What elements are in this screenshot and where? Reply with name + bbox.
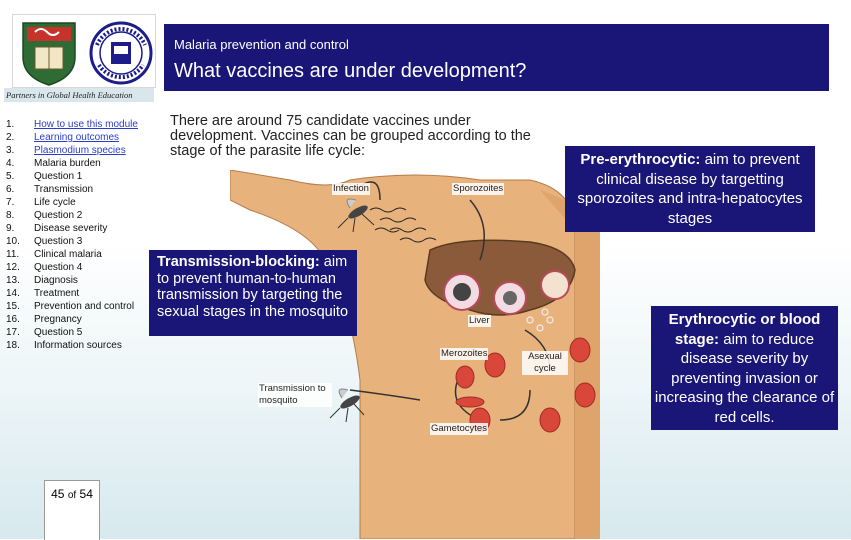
sidebar-item-label[interactable]: Disease severity [34, 222, 107, 235]
sidebar-item-number: 9. [6, 222, 34, 235]
partners-tagline: Partners in Global Health Education [4, 88, 154, 102]
sidebar-item-label[interactable]: Treatment [34, 287, 79, 300]
sidebar-item-label[interactable]: Transmission [34, 183, 93, 196]
sidebar-item-number: 4. [6, 157, 34, 170]
sidebar-item[interactable]: 1.How to use this module [6, 118, 146, 131]
callout-transmission-blocking: Transmission-blocking: aim to prevent hu… [149, 250, 357, 336]
label-infection: Infection [332, 183, 370, 195]
university-crest-icon [13, 15, 155, 87]
sidebar-item-label[interactable]: Question 5 [34, 326, 82, 339]
label-merozoites: Merozoites [440, 348, 488, 360]
sidebar-item[interactable]: 5.Question 1 [6, 170, 146, 183]
page-indicator: 45 of 54 [44, 480, 100, 540]
sidebar-item[interactable]: 7.Life cycle [6, 196, 146, 209]
sidebar-item-label[interactable]: Diagnosis [34, 274, 78, 287]
sidebar-item-label[interactable]: Clinical malaria [34, 248, 102, 261]
sidebar-item[interactable]: 17.Question 5 [6, 326, 146, 339]
label-sporozoites: Sporozoites [452, 183, 504, 195]
sidebar-item-number: 12. [6, 261, 34, 274]
page-title: What vaccines are under development? [174, 60, 526, 83]
sidebar-item-label[interactable]: Life cycle [34, 196, 76, 209]
sidebar-item-number: 16. [6, 313, 34, 326]
mosquito-icon [330, 389, 364, 422]
sidebar-item[interactable]: 8.Question 2 [6, 209, 146, 222]
header-subtitle: Malaria prevention and control [174, 37, 349, 52]
label-transmission-to-mosquito: Transmission to mosquito [258, 383, 332, 407]
sidebar-item-label[interactable]: Information sources [34, 339, 122, 352]
callout-pre-erythrocytic: Pre-erythrocytic: aim to prevent clinica… [565, 146, 815, 232]
sidebar-item-number: 7. [6, 196, 34, 209]
sidebar-item[interactable]: 4.Malaria burden [6, 157, 146, 170]
sidebar-item-number: 18. [6, 339, 34, 352]
sidebar-item[interactable]: 15.Prevention and control [6, 300, 146, 313]
sidebar-item-number: 8. [6, 209, 34, 222]
sidebar-item-number: 14. [6, 287, 34, 300]
sidebar-item-label[interactable]: Prevention and control [34, 300, 134, 313]
sidebar-item-number: 3. [6, 144, 34, 157]
sidebar-item[interactable]: 16.Pregnancy [6, 313, 146, 326]
sidebar-item-label[interactable]: Pregnancy [34, 313, 82, 326]
header-banner: Malaria prevention and control What vacc… [164, 24, 829, 91]
sidebar-item-number: 2. [6, 131, 34, 144]
sidebar-item-number: 5. [6, 170, 34, 183]
sidebar-item-label[interactable]: Question 1 [34, 170, 82, 183]
sidebar-item[interactable]: 10.Question 3 [6, 235, 146, 248]
sidebar-item-label[interactable]: Plasmodium species [34, 144, 126, 157]
sidebar-item-label[interactable]: Question 3 [34, 235, 82, 248]
logos [12, 14, 156, 88]
sidebar-item-label[interactable]: Question 4 [34, 261, 82, 274]
sidebar-item[interactable]: 3.Plasmodium species [6, 144, 146, 157]
sidebar-item-number: 17. [6, 326, 34, 339]
sidebar-item-number: 15. [6, 300, 34, 313]
label-liver: Liver [468, 315, 491, 327]
intro-text: There are around 75 candidate vaccines u… [170, 114, 540, 159]
sidebar-item[interactable]: 18.Information sources [6, 339, 146, 352]
page-of: of [68, 490, 76, 501]
sidebar-item-label[interactable]: Question 2 [34, 209, 82, 222]
sidebar-item-number: 6. [6, 183, 34, 196]
sidebar-item-label[interactable]: How to use this module [34, 118, 138, 131]
sidebar-item-label[interactable]: Malaria burden [34, 157, 101, 170]
callout-trans-title: Transmission-blocking: [157, 254, 320, 270]
sidebar-item-number: 13. [6, 274, 34, 287]
sidebar-item[interactable]: 9.Disease severity [6, 222, 146, 235]
sidebar-item[interactable]: 11.Clinical malaria [6, 248, 146, 261]
sidebar-item[interactable]: 12.Question 4 [6, 261, 146, 274]
sidebar-item[interactable]: 6.Transmission [6, 183, 146, 196]
page-total: 54 [80, 487, 93, 501]
sidebar-item-number: 11. [6, 248, 34, 261]
sidebar-item-number: 1. [6, 118, 34, 131]
label-asexual-cycle: Asexual cycle [522, 351, 568, 375]
label-gametocytes: Gametocytes [430, 423, 488, 435]
malaria-lifecycle-diagram: Infection Sporozoites Liver Merozoites A… [230, 170, 600, 539]
sidebar-item-label[interactable]: Learning outcomes [34, 131, 119, 144]
callout-pre-title: Pre-erythrocytic: [580, 151, 700, 168]
sidebar-item[interactable]: 14.Treatment [6, 287, 146, 300]
page-current: 45 [51, 487, 64, 501]
callout-erythrocytic: Erythrocytic or blood stage: aim to redu… [651, 306, 838, 430]
sidebar-item-number: 10. [6, 235, 34, 248]
sidebar-item[interactable]: 13.Diagnosis [6, 274, 146, 287]
sidebar-item[interactable]: 2.Learning outcomes [6, 131, 146, 144]
